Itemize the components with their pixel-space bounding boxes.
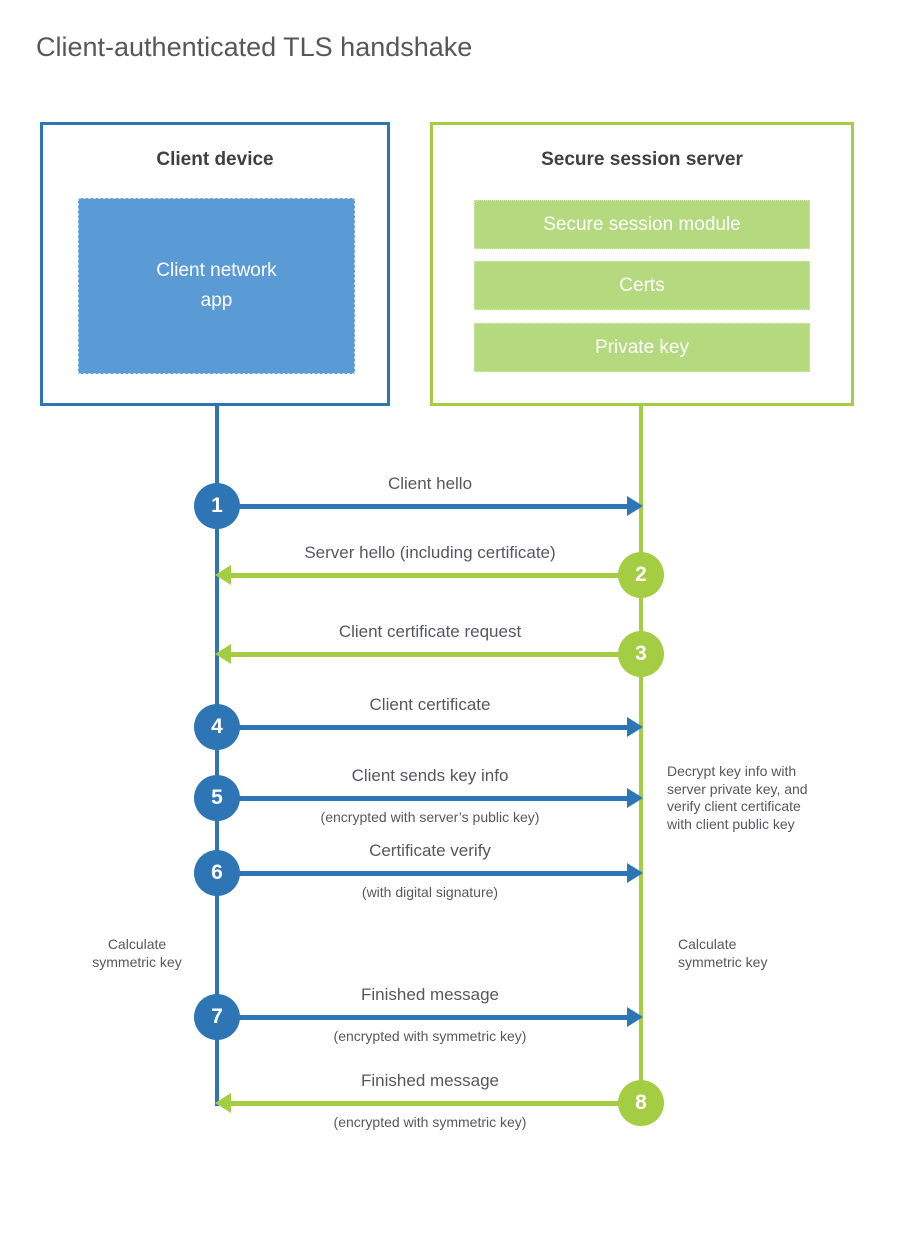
step-6-arrowhead-icon — [627, 863, 643, 883]
calculate-symmetric-key-note-left: Calculate symmetric key — [92, 936, 182, 970]
client-network-app-box: Client network app — [78, 198, 355, 374]
step-5-badge: 5 — [194, 775, 240, 821]
step-5-sublabel: (encrypted with server’s public key) — [320, 809, 540, 825]
module-label-certs: Certs — [619, 274, 665, 296]
step-4-label: Client certificate — [369, 695, 491, 714]
module-bar-private-key: Private key — [474, 323, 810, 372]
step-8-badge: 8 — [618, 1080, 664, 1126]
decrypt-note: Decrypt key info with server private key… — [667, 763, 808, 832]
step-1-arrow-shaft — [217, 504, 627, 509]
step-3-arrow-shaft — [231, 652, 641, 657]
step-2-arrowhead-icon — [215, 565, 231, 585]
step-7-badge: 7 — [194, 994, 240, 1040]
step-2-arrow-shaft — [231, 573, 641, 578]
step-1-arrowhead-icon — [627, 496, 643, 516]
step-5-label: Client sends key info — [351, 766, 509, 785]
module-bar-secure-session-module: Secure session module — [474, 200, 810, 249]
step-4-arrow-shaft — [217, 725, 627, 730]
step-6-label: Certificate verify — [369, 841, 491, 860]
step-3-badge: 3 — [618, 631, 664, 677]
step-2-label: Server hello (including certificate) — [304, 543, 556, 562]
module-bar-certs: Certs — [474, 261, 810, 310]
module-label-private-key: Private key — [595, 336, 689, 358]
step-1-label: Client hello — [387, 474, 473, 493]
step-7-arrow-shaft — [217, 1015, 627, 1020]
client-device-title: Client device — [156, 149, 274, 170]
step-5-arrow-shaft — [217, 796, 627, 801]
step-8-label: Finished message — [361, 1071, 499, 1090]
client-network-app-label: Client network app — [156, 259, 277, 311]
step-3-arrowhead-icon — [215, 644, 231, 664]
step-6-sublabel: (with digital signature) — [361, 884, 499, 900]
server-lifeline — [639, 404, 643, 1104]
secure-session-server-title: Secure session server — [541, 149, 743, 170]
module-label-secure-session-module: Secure session module — [543, 213, 741, 235]
client-lifeline — [215, 404, 219, 1106]
step-8-sublabel: (encrypted with symmetric key) — [333, 1114, 527, 1130]
step-8-arrow-shaft — [231, 1101, 641, 1106]
step-6-arrow-shaft — [217, 871, 627, 876]
step-4-arrowhead-icon — [627, 717, 643, 737]
step-5-arrowhead-icon — [627, 788, 643, 808]
step-2-badge: 2 — [618, 552, 664, 598]
step-6-badge: 6 — [194, 850, 240, 896]
step-1-badge: 1 — [194, 483, 240, 529]
page-title: Client-authenticated TLS handshake — [36, 32, 473, 62]
step-3-label: Client certificate request — [338, 622, 522, 641]
step-7-arrowhead-icon — [627, 1007, 643, 1027]
step-8-arrowhead-icon — [215, 1093, 231, 1113]
client-device-box: Client device Client network app — [40, 122, 390, 406]
step-7-label: Finished message — [361, 985, 499, 1004]
step-4-badge: 4 — [194, 704, 240, 750]
calculate-symmetric-key-note-right: Calculate symmetric key — [678, 936, 768, 970]
step-7-sublabel: (encrypted with symmetric key) — [333, 1028, 527, 1044]
secure-session-server-box: Secure session server Secure session mod… — [430, 122, 854, 406]
